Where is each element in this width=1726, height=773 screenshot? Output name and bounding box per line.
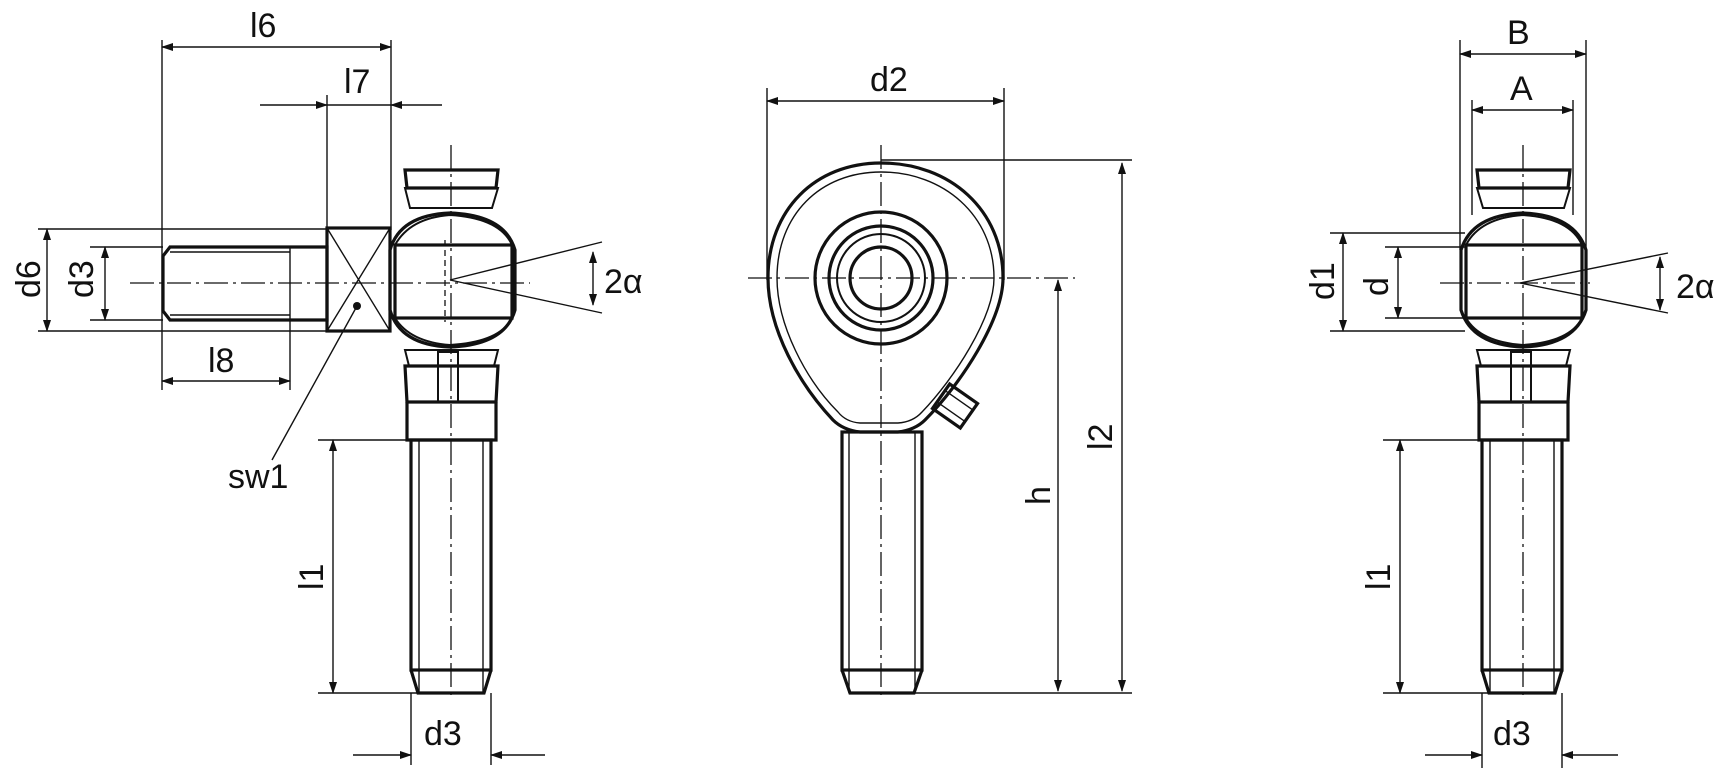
label-2alpha-left: 2α (604, 263, 643, 301)
label-d6: d6 (10, 260, 48, 298)
eye-housing (766, 161, 1005, 434)
front-shank (840, 430, 924, 672)
label-l1-left: l1 (293, 564, 331, 590)
label-d: d (1358, 277, 1396, 296)
side-angled-view: 2α l6 l7 l8 d6 d3 sw1 l1 (10, 7, 643, 765)
label-sw1: sw1 (228, 458, 288, 496)
label-d1: d1 (1304, 262, 1342, 300)
label-l7: l7 (344, 63, 370, 101)
label-l2: l2 (1082, 424, 1120, 450)
label-l1-right: l1 (1360, 564, 1398, 590)
label-l6: l6 (250, 7, 276, 45)
ball (388, 211, 517, 349)
front-view: d2 l2 h (748, 61, 1132, 700)
threaded-stud (161, 245, 329, 322)
label-2alpha-right: 2α (1676, 268, 1715, 306)
label-A: A (1510, 70, 1533, 108)
side-straight-view: 2α B A d1 d l1 d3 (1304, 14, 1715, 768)
label-d2: d2 (870, 61, 908, 99)
label-d3-right: d3 (1493, 715, 1531, 753)
ball-right (1459, 211, 1588, 349)
label-B: B (1507, 14, 1530, 52)
label-h: h (1020, 486, 1058, 505)
label-l8: l8 (208, 342, 234, 380)
shank-right (1480, 438, 1564, 672)
label-d3-thread: d3 (63, 260, 101, 298)
label-d3-shank-left: d3 (424, 715, 462, 753)
